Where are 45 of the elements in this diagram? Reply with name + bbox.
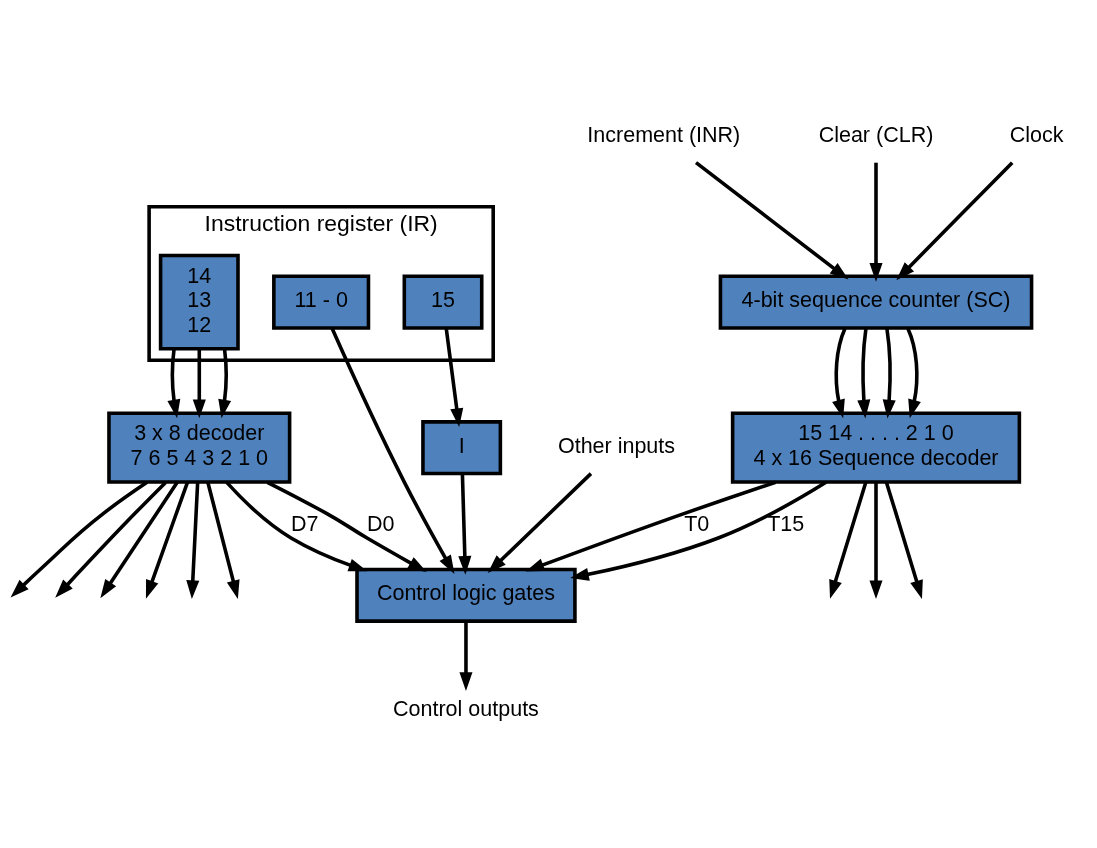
arrow (330, 327, 455, 574)
arrow (10, 480, 149, 598)
arrow (906, 327, 921, 419)
node-box: 11 - 0 (272, 274, 371, 330)
node-text: Other inputs (557, 433, 676, 458)
node-box: I (421, 420, 503, 476)
arrow (206, 481, 240, 599)
arrow (186, 482, 200, 600)
arrow (266, 480, 427, 573)
arrow (55, 481, 167, 598)
node-text: Clock (1009, 122, 1064, 147)
arrow (896, 161, 1014, 281)
arrow (100, 481, 179, 599)
node-box: 14 13 12 (158, 253, 240, 351)
edge-label: D7 (290, 511, 319, 536)
arrow (458, 473, 472, 575)
node-text: Clear (CLR) (818, 122, 934, 147)
arrow (218, 348, 232, 419)
arrow (869, 482, 883, 600)
arrow (444, 328, 464, 428)
edge-label: T15 (767, 511, 805, 536)
edge-label: T0 (684, 511, 710, 536)
arrow (884, 482, 923, 599)
arrow (694, 161, 849, 280)
arrow (225, 480, 368, 572)
node-text: Control outputs (393, 697, 539, 722)
arrow (570, 480, 827, 581)
node-box: 3 x 8 decoder 7 6 5 4 3 2 1 0 (107, 411, 292, 484)
edge-label: D0 (366, 511, 395, 536)
node-box: 4-bit sequence counter (SC) (718, 274, 1034, 330)
arrow (857, 328, 871, 419)
arrow (882, 328, 896, 419)
node-box: Control logic gates (355, 567, 577, 623)
arrow (869, 162, 883, 282)
arrow (525, 480, 777, 572)
arrow (487, 472, 593, 573)
arrow (832, 327, 847, 419)
arrow (145, 481, 190, 599)
arrow (192, 349, 206, 419)
arrow (167, 348, 181, 419)
arrow (459, 621, 473, 691)
node-text: Increment (INR) (587, 122, 741, 147)
node-box: 15 (402, 274, 484, 330)
node-box: 15 14 . . . . 2 1 0 4 x 16 Sequence decoder (730, 411, 1022, 484)
arrow (829, 481, 868, 599)
